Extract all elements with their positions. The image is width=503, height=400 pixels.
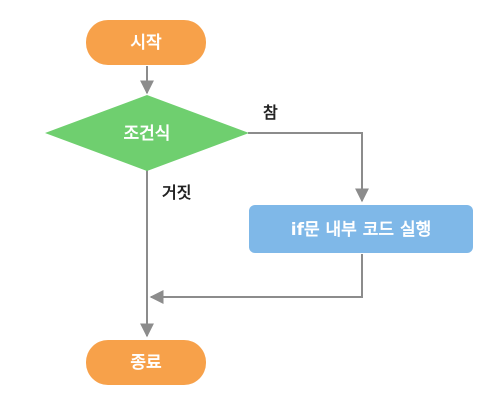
end-node [86, 340, 206, 385]
condition-node [45, 95, 249, 171]
body-node [249, 205, 473, 253]
body-node-label: if문 내부 코드 실행 [291, 220, 431, 240]
false-edge-label: 거짓 [162, 183, 191, 202]
true-edge-label: 참 [263, 103, 278, 122]
condition-node-label: 조건식 [124, 124, 171, 144]
end-node-label: 종료 [130, 353, 162, 373]
start-node [86, 20, 206, 65]
start-node-label: 시작 [130, 33, 162, 53]
edge-body-merge-back [149, 254, 363, 304]
edge-condition-true-to-body [248, 132, 369, 203]
